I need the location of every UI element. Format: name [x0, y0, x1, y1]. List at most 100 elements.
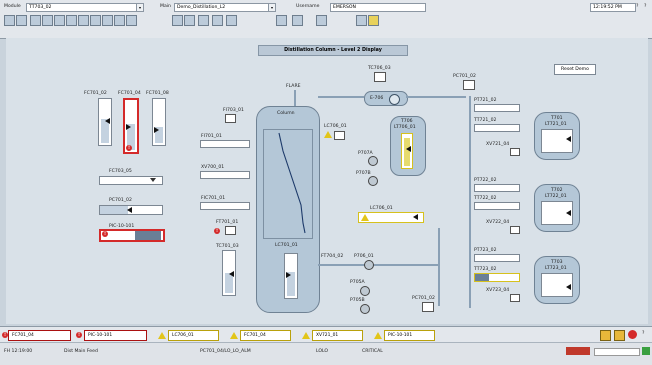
pic-10-101-bar[interactable] — [99, 229, 165, 242]
alarm-tag: PIC-10-101 — [88, 333, 113, 338]
chart-icon[interactable] — [198, 15, 209, 26]
valve-icon[interactable] — [510, 226, 520, 234]
tag-label: LC706_01 — [370, 206, 393, 211]
settings-icon[interactable] — [226, 15, 237, 26]
level-controller-icon[interactable] — [334, 131, 345, 140]
reset-demo-button[interactable]: Reset Demo — [554, 64, 596, 75]
back-icon[interactable] — [4, 15, 15, 26]
pt723-bar[interactable] — [474, 254, 520, 262]
alarm-icon: ! — [126, 145, 132, 151]
chevron-down-icon[interactable]: ▾ — [136, 4, 143, 11]
acknowledge-icon[interactable] — [600, 330, 611, 341]
display-icon[interactable] — [30, 15, 41, 26]
alarm-icon: ! — [76, 332, 82, 338]
lt706-faceplate[interactable] — [401, 133, 413, 169]
alarm-button-2[interactable]: PIC-10-101 — [84, 330, 147, 341]
valve-icon[interactable] — [463, 80, 475, 90]
lock-icon[interactable] — [276, 15, 287, 26]
table-icon[interactable] — [126, 15, 137, 26]
status-time: FH 12:19:00 — [4, 349, 33, 354]
lt721-faceplate[interactable] — [541, 129, 573, 153]
tag-label: FC701_08 — [146, 91, 169, 96]
pump-icon[interactable] — [368, 176, 378, 186]
flow-indicator-icon[interactable] — [225, 114, 236, 123]
lt723-faceplate[interactable] — [541, 273, 573, 297]
fc701-04-faceplate[interactable] — [123, 98, 139, 154]
faceplate-icon[interactable] — [66, 15, 77, 26]
fc703-05-bar[interactable] — [99, 176, 163, 185]
valve-icon[interactable] — [510, 294, 520, 302]
help-icon[interactable]: ? — [642, 331, 645, 336]
window-icon[interactable] — [356, 15, 367, 26]
top-toolbar: Module TT703_02 ▾ Main Demo_Distillation… — [0, 0, 652, 39]
fi701-bar[interactable] — [200, 140, 250, 148]
flare-label: FLARE — [286, 84, 301, 89]
pt722-bar[interactable] — [474, 184, 520, 192]
pc701-02-bar[interactable] — [99, 205, 163, 215]
fic701-bar[interactable] — [200, 202, 250, 210]
username-field: EMERSON — [330, 3, 426, 12]
valve-icon[interactable] — [422, 302, 434, 312]
temperature-icon[interactable] — [374, 72, 386, 82]
pump-icon[interactable] — [364, 260, 374, 270]
tank-t701: T701 LT721_01 — [534, 112, 580, 160]
pump-icon[interactable] — [360, 304, 370, 314]
alarm-button-6[interactable]: PIC-10-101 — [384, 330, 435, 341]
heat-exchanger-icon — [389, 94, 400, 105]
alarm-button-5[interactable]: XV721_01 — [312, 330, 363, 341]
edit-icon[interactable] — [212, 15, 223, 26]
tt721-bar[interactable] — [474, 124, 520, 132]
pump-icon[interactable] — [368, 156, 378, 166]
list-icon[interactable] — [114, 15, 125, 26]
network-icon[interactable] — [172, 15, 183, 26]
silence-icon[interactable] — [614, 330, 625, 341]
help-icon-2[interactable]: ? — [644, 4, 647, 9]
fc701-08-faceplate[interactable] — [152, 98, 166, 146]
alarm-icon: ! — [2, 332, 8, 338]
print-icon[interactable] — [90, 15, 101, 26]
tag-label: P705A — [350, 280, 365, 285]
alarm-button-1[interactable]: FC701_04 — [8, 330, 71, 341]
home-icon[interactable] — [16, 15, 27, 26]
main-select[interactable]: Demo_Distillation_L2 ▾ — [174, 3, 276, 12]
lt722-faceplate[interactable] — [541, 201, 573, 225]
pt721-bar[interactable] — [474, 104, 520, 112]
alarm-icon: ! — [214, 228, 220, 234]
stop-icon[interactable] — [628, 330, 637, 339]
warning-icon — [230, 332, 238, 339]
column-trays — [263, 129, 313, 239]
tag-label: TC701_03 — [216, 244, 239, 249]
valve-icon[interactable] — [510, 148, 520, 156]
alarm-button-3[interactable]: LC706_01 — [168, 330, 219, 341]
pipe — [406, 96, 466, 98]
alarm-button-4[interactable]: FC701_04 — [240, 330, 291, 341]
tag-label: PC701_02 — [412, 296, 435, 301]
fc701-02-faceplate[interactable] — [98, 98, 112, 146]
lc701-01-faceplate[interactable] — [284, 253, 298, 299]
grid-icon[interactable] — [102, 15, 113, 26]
username-value: EMERSON — [333, 5, 356, 10]
xv700-bar[interactable] — [200, 171, 250, 179]
help-icon[interactable]: ? — [636, 4, 639, 9]
pump-icon[interactable] — [360, 286, 370, 296]
flow-transmitter-icon[interactable] — [225, 226, 236, 235]
folder-icon[interactable] — [78, 15, 89, 26]
tc701-03-faceplate[interactable] — [222, 250, 236, 296]
trend-icon[interactable] — [42, 15, 53, 26]
key-icon[interactable] — [316, 15, 327, 26]
module-label: Module — [4, 4, 21, 9]
chevron-down-icon[interactable]: ▾ — [268, 4, 275, 11]
tank-sub: LT723_01 — [545, 266, 567, 271]
tank-t703: T703 LT723_01 — [534, 256, 580, 304]
alarm-summary-icon[interactable] — [566, 347, 590, 355]
warning-icon[interactable] — [368, 15, 379, 26]
module-select[interactable]: TT703_02 ▾ — [26, 3, 144, 12]
user-icon[interactable] — [292, 15, 303, 26]
refresh-icon[interactable] — [184, 15, 195, 26]
tt722-bar[interactable] — [474, 202, 520, 210]
alarm-tag: FC701_04 — [12, 333, 34, 338]
tt723-bar[interactable] — [474, 273, 520, 282]
alarm-icon[interactable] — [54, 15, 65, 26]
lc706-bar[interactable] — [358, 212, 424, 223]
alarm-tag: XV721_01 — [316, 333, 339, 338]
